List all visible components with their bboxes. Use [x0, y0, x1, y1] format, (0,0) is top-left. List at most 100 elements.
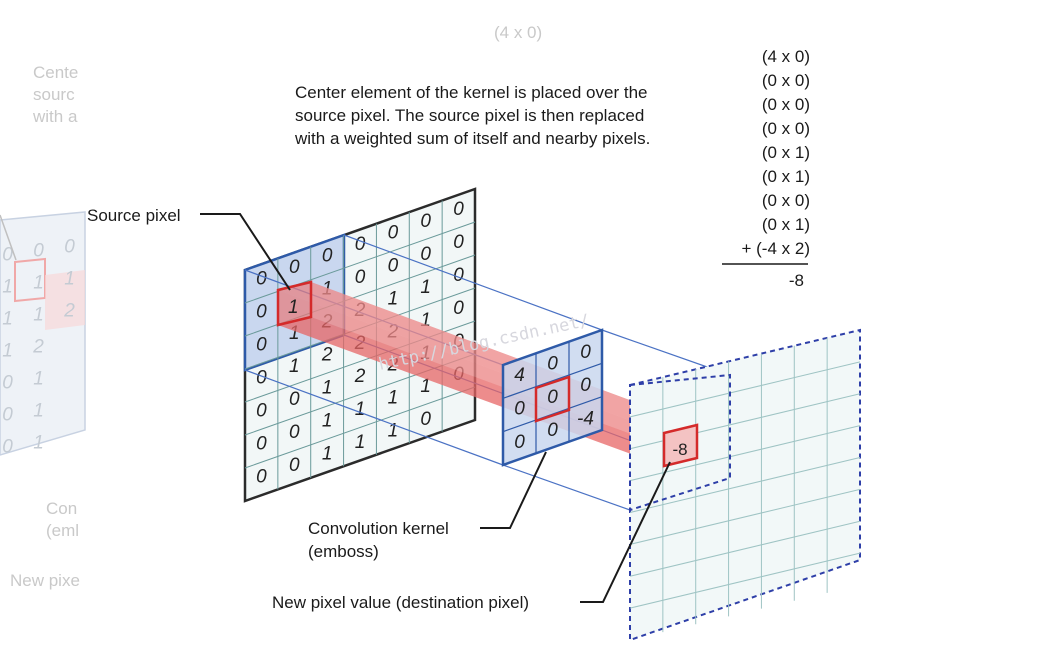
faded-top-label: (4 x 0) — [494, 23, 542, 42]
faded-new-pixel-label: New pixe — [10, 571, 80, 590]
calc-term: (4 x 0) — [762, 47, 810, 66]
source-cell-value: 2 — [354, 366, 366, 387]
calculation-column: (4 x 0) (0 x 0) (0 x 0) (0 x 0) (0 x 1) … — [722, 47, 810, 290]
source-cell-value: 1 — [289, 323, 300, 344]
kernel-cell-value: 0 — [580, 342, 591, 363]
source-pixel-leader — [200, 213, 291, 291]
source-cell-value: 1 — [388, 288, 399, 309]
grid-line — [629, 520, 861, 577]
calc-term: (0 x 1) — [762, 143, 810, 162]
calc-term: (0 x 0) — [762, 95, 810, 114]
grid-line — [502, 362, 603, 399]
grid-line — [629, 361, 861, 418]
destination-image-grid: -8 — [629, 328, 861, 642]
source-cell-value: 1 — [322, 378, 333, 399]
faded-cell-value: 1 — [33, 304, 44, 325]
source-cell-value: 0 — [322, 246, 333, 267]
destination-region — [629, 373, 731, 512]
source-cell-value: 1 — [289, 356, 300, 377]
source-cell-value: 0 — [355, 234, 366, 255]
grid-line — [629, 552, 861, 609]
faded-cell-value: 1 — [2, 340, 13, 361]
source-cell-value: 0 — [388, 255, 399, 276]
source-cell-value: 1 — [388, 420, 399, 441]
kernel-leader — [480, 451, 547, 529]
faded-cell-value: 0 — [33, 240, 44, 261]
destination-pixel-value: -8 — [672, 440, 687, 459]
faded-cell-value: 1 — [2, 276, 13, 297]
faded-cell-value: 2 — [32, 336, 44, 357]
faded-caption-line1: Cente — [33, 63, 78, 82]
source-cell-value: 0 — [289, 455, 300, 476]
faded-cell-value: 1 — [2, 308, 13, 329]
source-cell-value: 0 — [420, 211, 431, 232]
source-cell-value: 2 — [321, 345, 333, 366]
source-cell-value: 0 — [420, 409, 431, 430]
source-cell-value: 0 — [453, 199, 464, 220]
source-cell-value: 1 — [322, 444, 333, 465]
faded-cell-value: 1 — [33, 368, 44, 389]
calc-result: -8 — [789, 271, 804, 290]
kernel-cell-value: 0 — [580, 375, 591, 396]
faded-caption-line3: with a — [32, 107, 78, 126]
destination-pixel-highlight — [662, 423, 699, 468]
faded-caption-line2: sourc — [33, 85, 75, 104]
source-cell-value: 0 — [256, 467, 267, 488]
calc-term: (0 x 0) — [762, 119, 810, 138]
destination-grid-lines — [629, 337, 861, 633]
calc-term-last: + (-4 x 2) — [742, 239, 811, 258]
description-line2: source pixel. The source pixel is then r… — [295, 106, 644, 125]
calc-term: (0 x 0) — [762, 71, 810, 90]
grid-line — [502, 396, 603, 433]
grid-line — [244, 386, 476, 469]
new-pixel-label: New pixel value (destination pixel) — [272, 593, 529, 612]
grid-line — [629, 457, 861, 513]
kernel-sublabel: (emboss) — [308, 542, 379, 561]
faded-cell-value: 0 — [2, 244, 13, 265]
faded-cell-value: 0 — [2, 436, 13, 457]
source-cell-value: 0 — [256, 269, 267, 290]
kernel-cell-value: 0 — [547, 387, 558, 408]
faded-cell-value: 1 — [33, 432, 44, 453]
kernel-cell-value: 4 — [514, 365, 525, 386]
kernel-center-highlight — [534, 375, 571, 423]
faded-cell-value: 0 — [2, 404, 13, 425]
source-cell-value: 0 — [453, 298, 464, 319]
faded-cell-value: 2 — [63, 300, 75, 321]
source-cell-value: 1 — [388, 387, 399, 408]
faded-kernel-sublabel: (eml — [46, 521, 79, 540]
kernel-label: Convolution kernel — [308, 519, 449, 538]
source-cell-value: 1 — [355, 399, 366, 420]
description-line3: with a weighted sum of itself and nearby… — [294, 129, 650, 148]
grid-line — [629, 488, 861, 545]
description-line1: Center element of the kernel is placed o… — [295, 83, 647, 102]
source-cell-value: 1 — [420, 310, 431, 331]
source-cell-value: 0 — [453, 232, 464, 253]
source-cell-value: 1 — [355, 432, 366, 453]
faded-cell-value: 1 — [64, 268, 75, 289]
source-cell-value: 0 — [256, 335, 267, 356]
source-cell-value: 0 — [289, 422, 300, 443]
source-pixel-highlight — [276, 280, 313, 327]
source-cell-value: 1 — [420, 277, 431, 298]
grid-line — [629, 425, 861, 482]
source-cell-value: 1 — [322, 411, 333, 432]
source-cell-value: 0 — [256, 368, 267, 389]
faded-cell-value: 1 — [33, 400, 44, 421]
kernel-cell-value: -4 — [577, 409, 594, 430]
source-pixel-label: Source pixel — [87, 206, 181, 225]
source-cell-value: 0 — [453, 265, 464, 286]
calc-term: (0 x 0) — [762, 191, 810, 210]
source-cell-value: 0 — [256, 401, 267, 422]
faded-cell-value: 1 — [33, 272, 44, 293]
source-cell-value: 0 — [420, 244, 431, 265]
faded-cell-value: 0 — [64, 236, 75, 257]
source-cell-value: 0 — [388, 222, 399, 243]
faded-cell-value: 0 — [2, 372, 13, 393]
source-cell-value: 0 — [355, 267, 366, 288]
source-cell-value: 0 — [289, 257, 300, 278]
calc-term: (0 x 1) — [762, 167, 810, 186]
